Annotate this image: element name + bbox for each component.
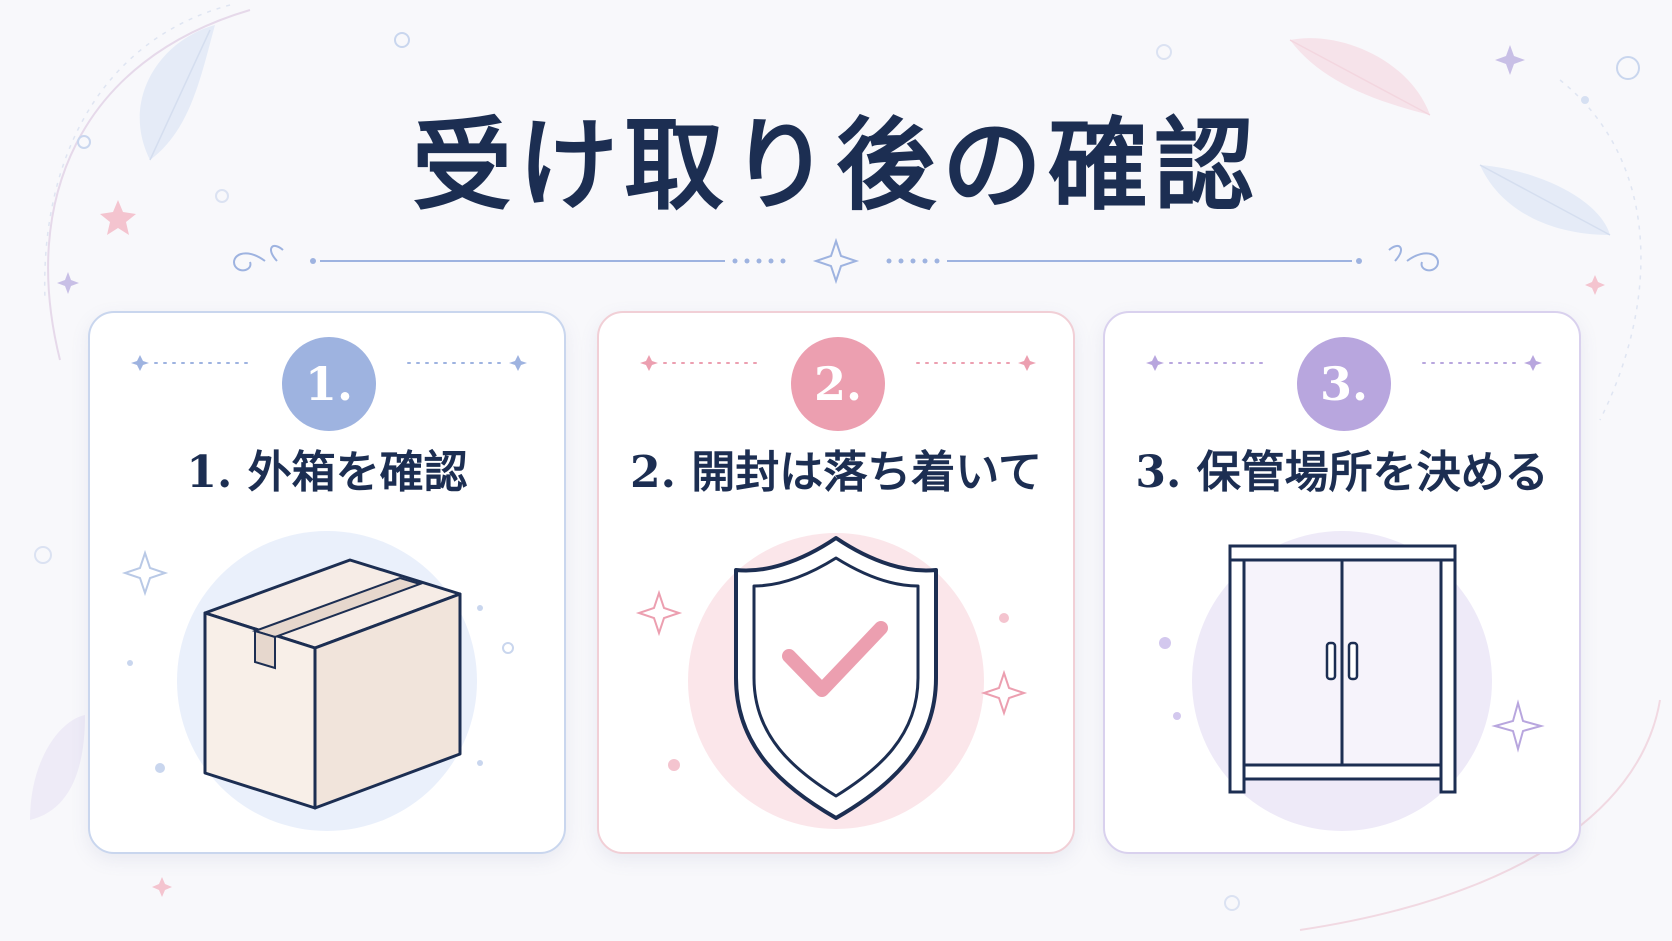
step-card-2: 2. 2. 開封は落ち着いて bbox=[597, 311, 1075, 854]
feather-icon bbox=[1289, 38, 1431, 116]
sparkle-icon bbox=[1585, 275, 1605, 295]
card-ornament bbox=[640, 355, 1036, 371]
step-card-1: 1. 1. 外箱を確認 bbox=[88, 311, 566, 854]
step-card-3: 3. 3. 保管場所を決める bbox=[1103, 311, 1581, 854]
step-title: 2. 開封は落ち着いて bbox=[630, 447, 1042, 498]
star-icon bbox=[100, 200, 136, 235]
card-ornament bbox=[131, 355, 527, 371]
step-number-badge: 2. bbox=[791, 337, 885, 431]
step-number-badge: 1. bbox=[282, 337, 376, 431]
feather-icon bbox=[139, 25, 215, 161]
card-ornament bbox=[1146, 355, 1542, 371]
sparkle-icon bbox=[57, 272, 79, 294]
page-title: 受け取り後の確認 bbox=[412, 106, 1260, 224]
cabinet-icon bbox=[1159, 531, 1545, 831]
cardboard-box-icon bbox=[121, 531, 514, 831]
feather-icon bbox=[1479, 164, 1611, 236]
step-title: 3. 保管場所を決める bbox=[1135, 447, 1549, 498]
sparkle-icon bbox=[1495, 45, 1525, 75]
shield-check-icon bbox=[635, 533, 1028, 829]
title-divider bbox=[233, 237, 1439, 285]
step-title: 1. 外箱を確認 bbox=[186, 447, 468, 498]
sparkle-icon bbox=[152, 877, 172, 897]
step-number-badge: 3. bbox=[1297, 337, 1391, 431]
feather-icon bbox=[30, 715, 85, 820]
sparkle-icon bbox=[812, 237, 860, 285]
